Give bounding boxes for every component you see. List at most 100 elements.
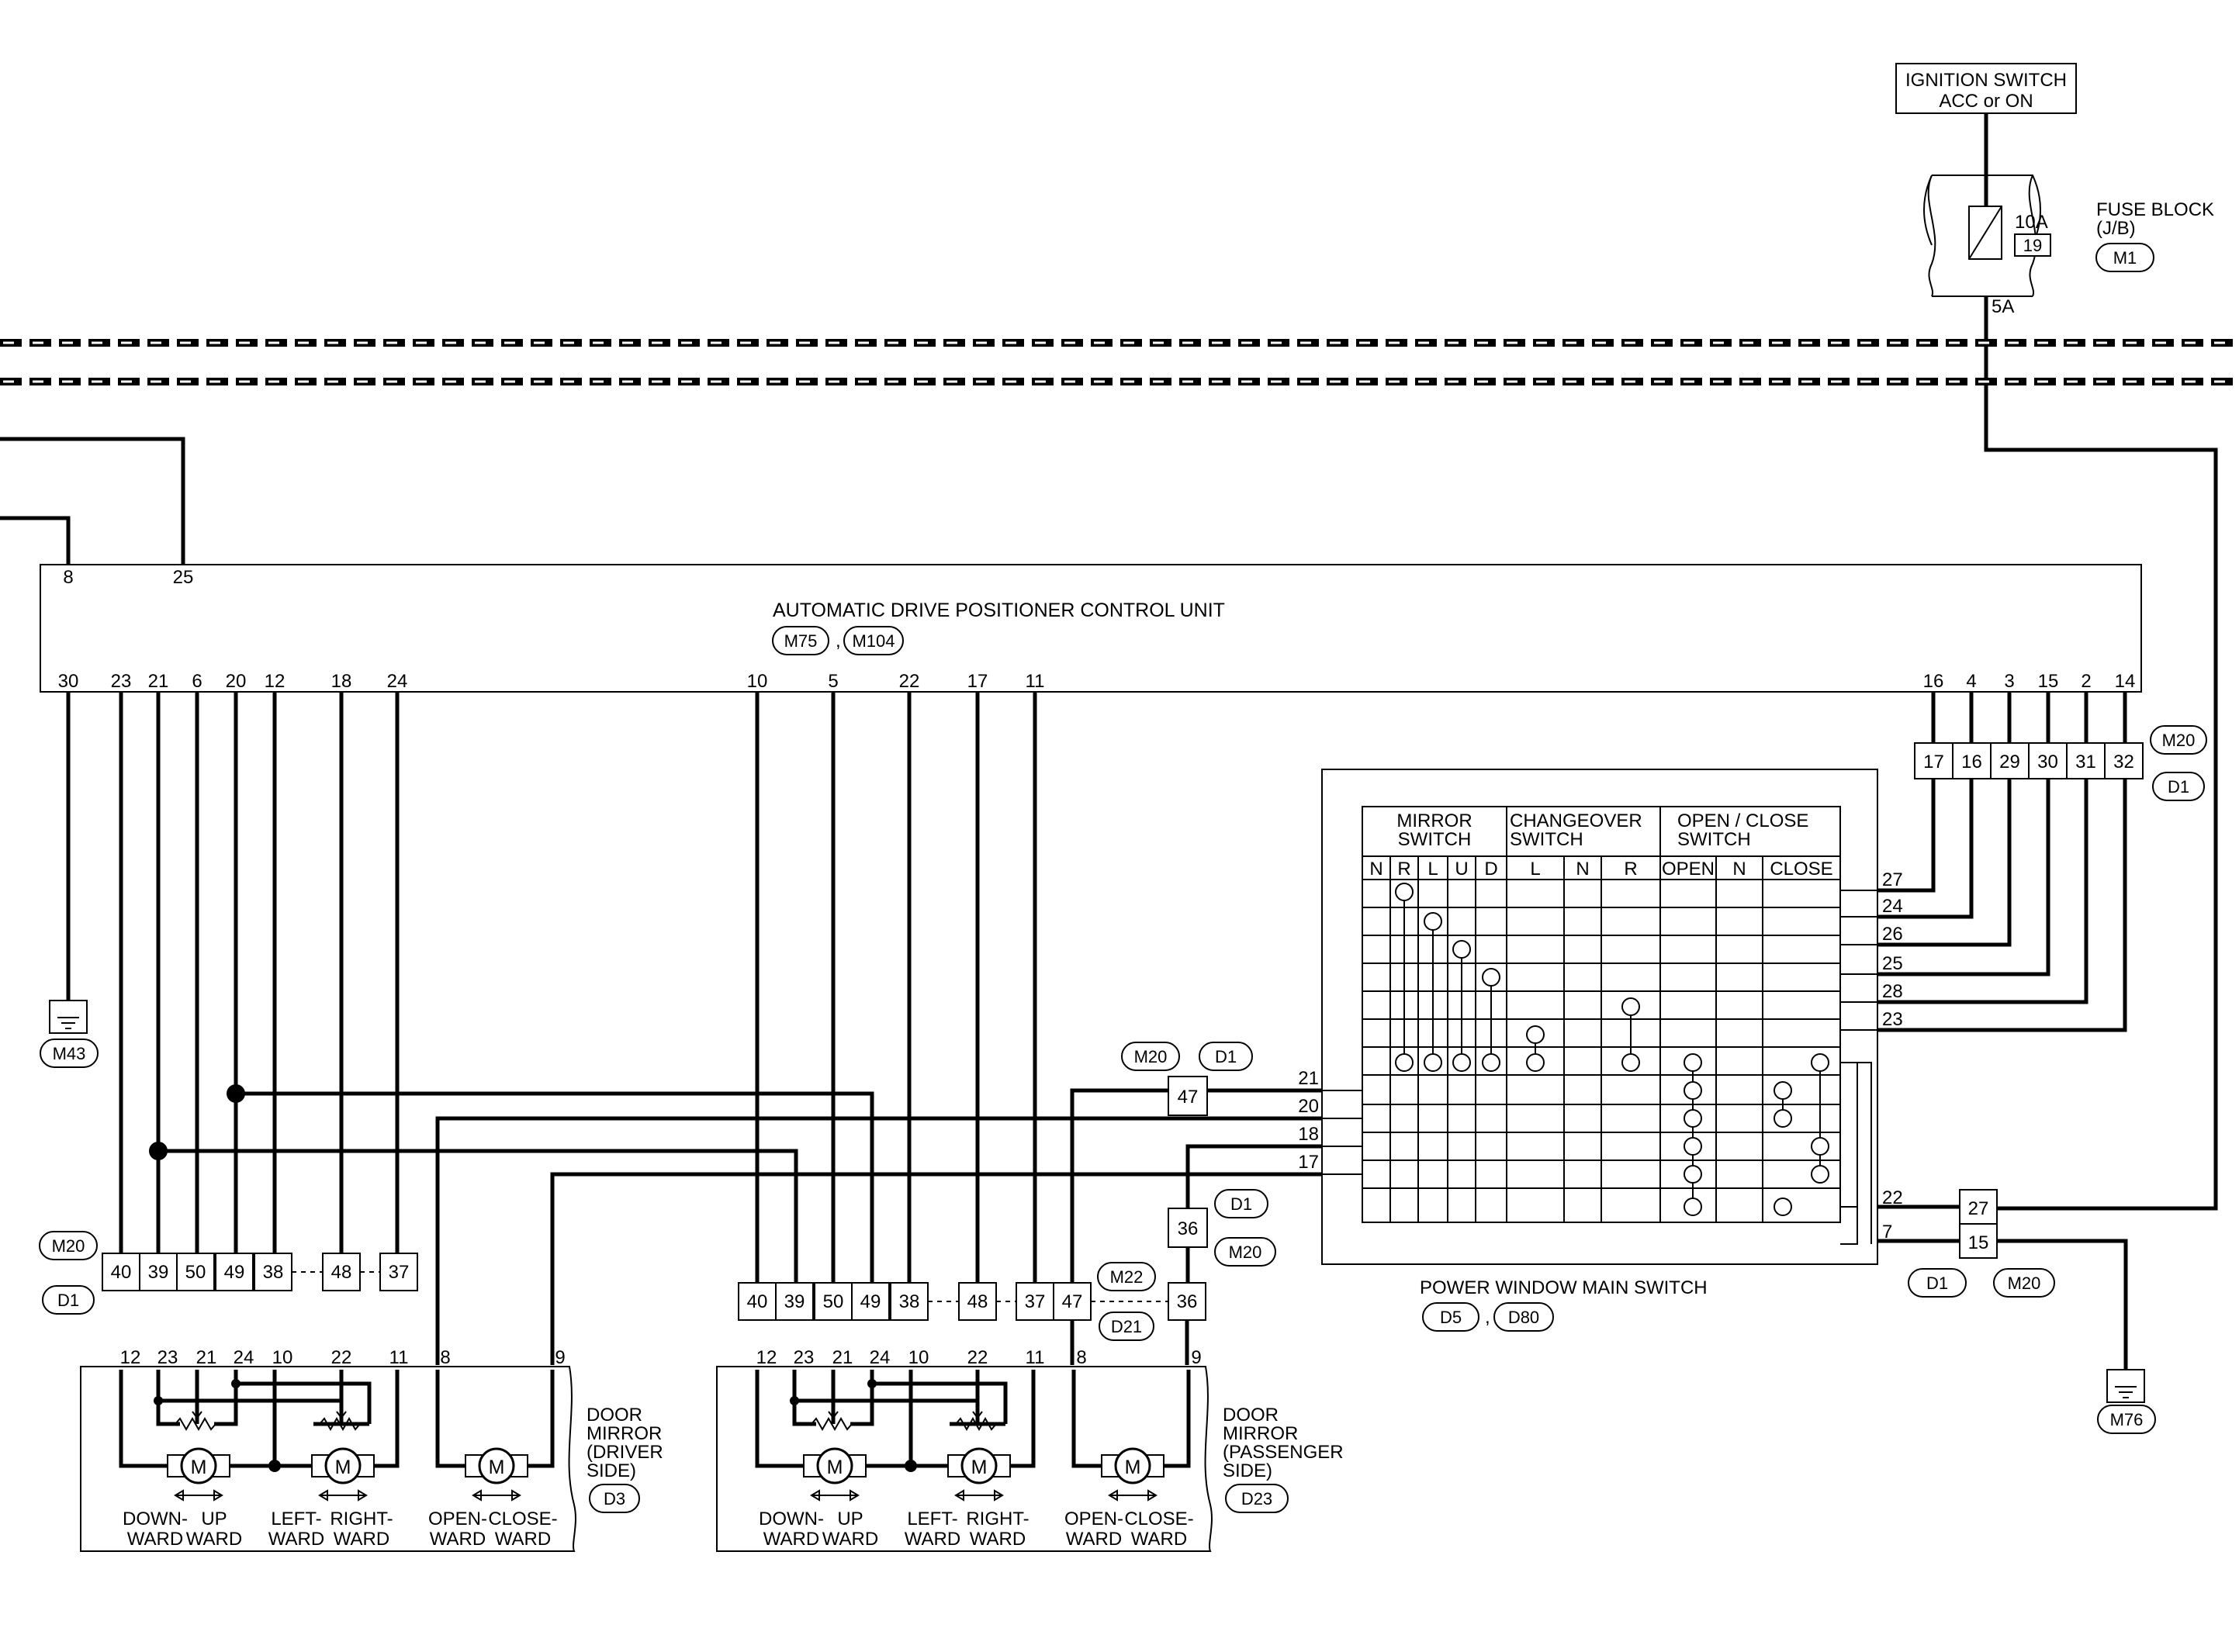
connector-pin: 31: [2075, 752, 2096, 772]
mirror-wire: [870, 1370, 1008, 1424]
pw-pin: 17: [1298, 1152, 1319, 1173]
junction-dot: [154, 1396, 163, 1405]
adp-pin: 3: [2004, 671, 2014, 692]
svg-text:M1: M1: [2113, 248, 2137, 268]
switch-contact: [1684, 1109, 1702, 1128]
motor: [1114, 1447, 1151, 1484]
adp-pin: 11: [1026, 671, 1045, 692]
connector-cell: [775, 1282, 814, 1321]
switch-contact: [1482, 968, 1500, 987]
col-group-header: SWITCH: [1398, 829, 1472, 850]
connector-pin: 48: [967, 1291, 988, 1312]
pw-pin: 20: [1298, 1096, 1319, 1117]
connector-pin: 38: [263, 1262, 284, 1283]
direction-label: WARD: [822, 1529, 878, 1550]
switch-contact: [1684, 1053, 1702, 1072]
wire: [550, 1172, 1322, 1365]
connector-pin: 32: [2113, 752, 2134, 772]
svg-text:,: ,: [836, 631, 841, 651]
mirror-title: (DRIVER: [587, 1442, 663, 1463]
svg-text:IGNITION SWITCH: IGNITION SWITCH: [1905, 70, 2067, 91]
pw-pin: 28: [1882, 981, 1903, 1002]
switch-contact: [1526, 1053, 1545, 1072]
adp-pin: 24: [387, 671, 408, 692]
col-header: D: [1484, 859, 1497, 880]
switch-contact: [1684, 1198, 1702, 1216]
svg-text:5A: 5A: [1992, 296, 2014, 317]
mirror-pin: 24: [870, 1347, 891, 1368]
motor: [478, 1447, 515, 1484]
switch-contact: [1774, 1109, 1792, 1128]
motor-label: M: [335, 1457, 351, 1478]
fuse-block: 10A 19 5A FUSE BLOCK (J/B) M1: [1923, 175, 2214, 317]
connector-pin: 37: [1025, 1291, 1046, 1312]
mirror-pin: 8: [440, 1347, 450, 1368]
mirror-pin: 12: [756, 1347, 777, 1368]
inline-connector-47: M20 D1 47: [1121, 1042, 1253, 1116]
direction-label: WARD: [430, 1529, 486, 1550]
adp-control-unit: 8 25 AUTOMATIC DRIVE POSITIONER CONTROL …: [40, 564, 2142, 693]
wire: [1877, 779, 1974, 919]
pw-pin: 26: [1882, 924, 1903, 945]
connector-pin: 30: [2037, 752, 2058, 772]
switch-contact: [1684, 1165, 1702, 1184]
col-group-header: MIRROR: [1396, 810, 1472, 831]
direction-label: WARD: [186, 1529, 242, 1550]
connector-cell: [1168, 1282, 1206, 1321]
col-header: U: [1455, 859, 1468, 880]
col-header: CLOSE: [1770, 859, 1832, 880]
svg-text:M20: M20: [1134, 1047, 1168, 1066]
svg-text:D1: D1: [1926, 1274, 1948, 1293]
pot-wiper: [336, 1401, 347, 1419]
mirror-outline: [716, 1366, 1213, 1552]
direction-label: RIGHT-: [966, 1509, 1029, 1529]
mirror-pin: 22: [331, 1347, 352, 1368]
ground-m43: M43: [40, 692, 99, 1068]
col-group-header: CHANGEOVER: [1510, 810, 1642, 831]
switch-contact: [1424, 912, 1442, 931]
adp-pin: 30: [58, 671, 79, 692]
connector-tag-label: M20: [52, 1236, 85, 1256]
wire: [1877, 779, 2127, 1032]
mirror-pin: 24: [234, 1347, 254, 1368]
connector-tag-label: D3: [604, 1489, 625, 1509]
mirror-title: DOOR: [1223, 1405, 1279, 1426]
direction-label: WARD: [495, 1529, 551, 1550]
mirror-pin: 9: [555, 1347, 565, 1368]
junction-dot: [867, 1379, 877, 1388]
col-header: OPEN: [1662, 859, 1715, 880]
switch-contact: [1452, 940, 1471, 959]
mirror-pin: 9: [1191, 1347, 1201, 1368]
connector-pin: 49: [860, 1291, 881, 1312]
junction-dot: [905, 1460, 917, 1472]
switch-contact: [1684, 1081, 1702, 1100]
svg-text:M20: M20: [2008, 1274, 2041, 1293]
switch-contact: [1526, 1025, 1545, 1044]
direction-label: WARD: [763, 1529, 819, 1550]
connector-pin: 39: [784, 1291, 805, 1312]
mirror-wire: [119, 1370, 174, 1468]
pw-pin: 18: [1298, 1124, 1319, 1145]
connector-tag: [1225, 1484, 1289, 1513]
connector-pin: 16: [1961, 752, 1982, 772]
connector-tag: [1097, 1262, 1156, 1291]
direction-label: WARD: [334, 1529, 389, 1550]
motor-arrow: [1108, 1489, 1158, 1502]
adp-pin: 5: [828, 671, 838, 692]
direction-label: OPEN-: [428, 1509, 487, 1529]
connector-cell: [1952, 742, 1992, 779]
mirror-title: SIDE): [587, 1460, 636, 1481]
direction-label: WARD: [905, 1529, 960, 1550]
mirror-pin: 10: [272, 1347, 293, 1368]
direction-label: DOWN-: [123, 1509, 188, 1529]
connector-cell: [139, 1253, 178, 1291]
connector-cell: [2104, 742, 2144, 779]
connector-pin: 50: [823, 1291, 844, 1312]
direction-label: DOWN-: [759, 1509, 824, 1529]
svg-text:19: 19: [2023, 236, 2042, 255]
connector-pin: 39: [148, 1262, 169, 1283]
mirror-pin: 22: [967, 1347, 988, 1368]
